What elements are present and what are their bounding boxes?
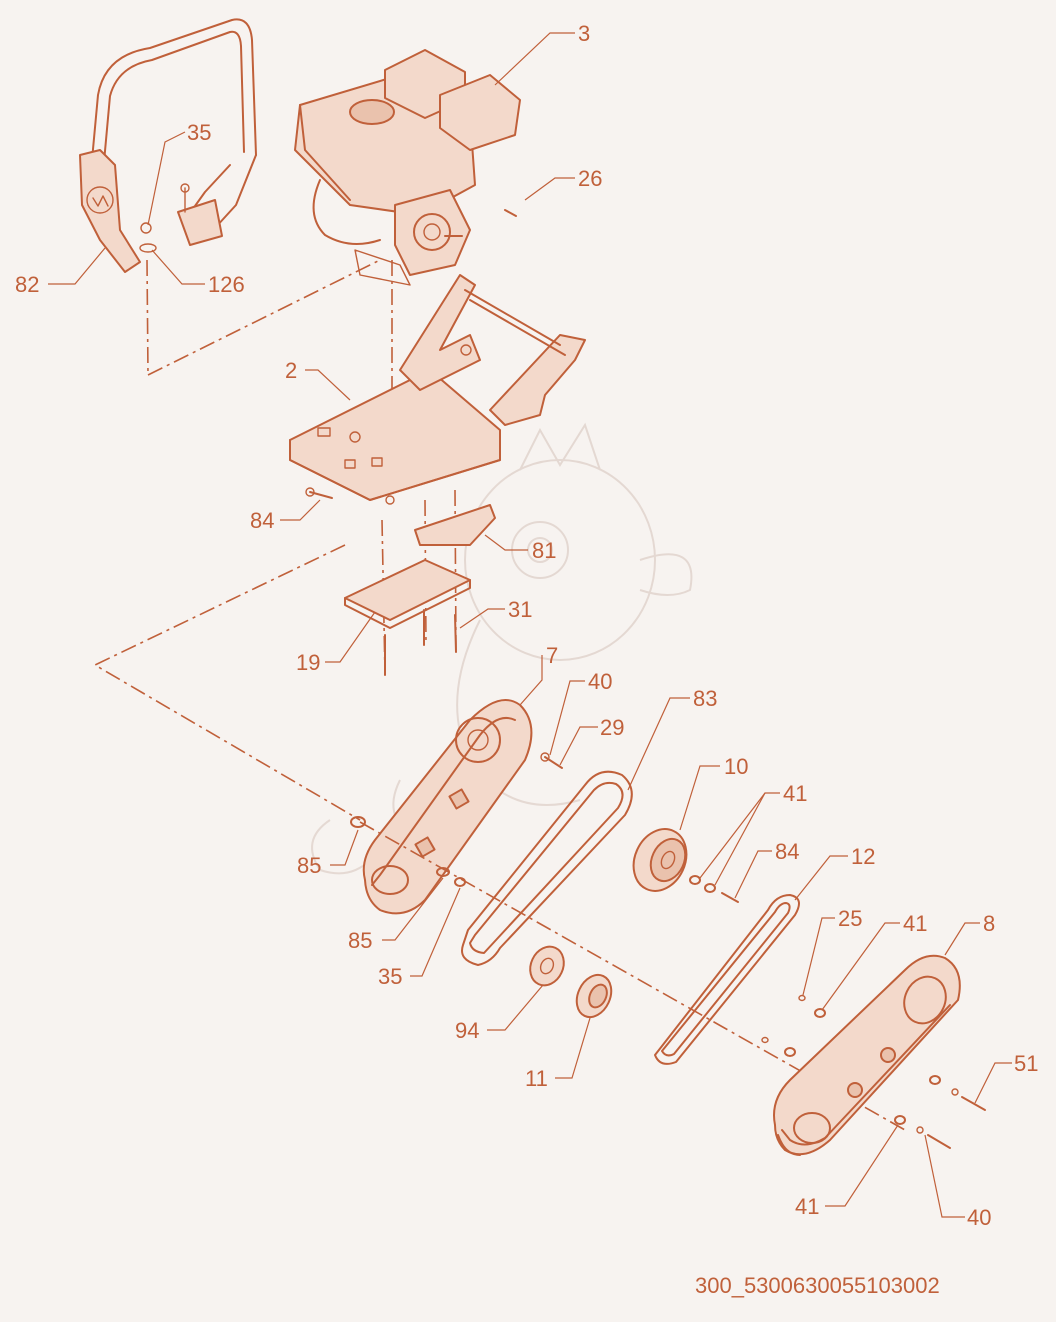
callout-84: 84: [775, 839, 799, 864]
callout-40: 40: [967, 1205, 991, 1230]
washer-41c: [814, 1008, 826, 1018]
callout-35: 35: [378, 964, 402, 989]
callout-85: 85: [348, 928, 372, 953]
callout-82: 82: [15, 272, 39, 297]
centerline-bolts-b: [454, 489, 457, 651]
drive-axis-centerline: [359, 821, 906, 1131]
leader-lines: [48, 32, 1012, 1218]
base-plate-19: [344, 559, 471, 621]
callout-41: 41: [903, 911, 927, 936]
nut-35: [454, 877, 466, 887]
washer-85a: [350, 816, 366, 828]
diagram-code: 300_5300630055103002: [695, 1273, 940, 1298]
engine: [294, 49, 521, 286]
callout-3: 3: [578, 21, 590, 46]
washer-25: [798, 994, 806, 1002]
washer-cover-b: [894, 1115, 906, 1125]
callout-8: 8: [983, 911, 995, 936]
callout-12: 12: [851, 844, 875, 869]
bolt-40: [927, 1134, 951, 1149]
callout-10: 10: [724, 754, 748, 779]
callout-25: 25: [838, 906, 862, 931]
washer-41a: [689, 875, 701, 885]
callout-11: 11: [525, 1066, 548, 1091]
frame-bolt: [305, 487, 333, 499]
washer-41b: [704, 883, 716, 893]
spacer-94: [529, 945, 565, 987]
callout-85: 85: [297, 853, 321, 878]
inner-belt-housing: [362, 699, 533, 915]
callout-26: 26: [578, 166, 602, 191]
callout-81: 81: [532, 538, 556, 563]
centerline-frame-housing: [93, 544, 361, 821]
callout-29: 29: [600, 715, 624, 740]
handle-assembly: [79, 18, 257, 273]
callout-labels: 3 35 26 82 126 2 84 81 31 19 7 40 29 83 …: [15, 21, 1038, 1230]
callout-84: 84: [250, 508, 274, 533]
bolt-84: [721, 892, 739, 903]
belt-12: [654, 894, 800, 1065]
chain-83: [461, 770, 633, 966]
bolts-31: [384, 609, 457, 676]
callout-83: 83: [693, 686, 717, 711]
frame-bracket: [289, 274, 586, 505]
shim-81: [414, 504, 496, 546]
bolt-29: [544, 756, 563, 769]
callout-41: 41: [795, 1194, 819, 1219]
callout-94: 94: [455, 1018, 479, 1043]
washer-25b: [761, 1036, 769, 1044]
callout-19: 19: [296, 650, 320, 675]
spring-washer-a: [951, 1088, 959, 1096]
callout-35: 35: [187, 120, 211, 145]
callout-31: 31: [508, 597, 532, 622]
handle-fasteners: [139, 222, 157, 376]
washer-41d: [784, 1047, 796, 1057]
callout-40: 40: [588, 669, 612, 694]
drive-pulley-10: [632, 828, 688, 892]
washer-cover-a: [929, 1075, 941, 1085]
centerline-handle-engine: [147, 259, 381, 376]
callout-7: 7: [546, 643, 558, 668]
callout-126: 126: [208, 272, 245, 297]
callout-41: 41: [783, 781, 807, 806]
callout-51: 51: [1014, 1051, 1038, 1076]
callout-2: 2: [285, 358, 297, 383]
bolt-51: [961, 1096, 986, 1111]
outer-cover-8: [773, 954, 961, 1156]
spring-washer-b: [916, 1126, 924, 1134]
